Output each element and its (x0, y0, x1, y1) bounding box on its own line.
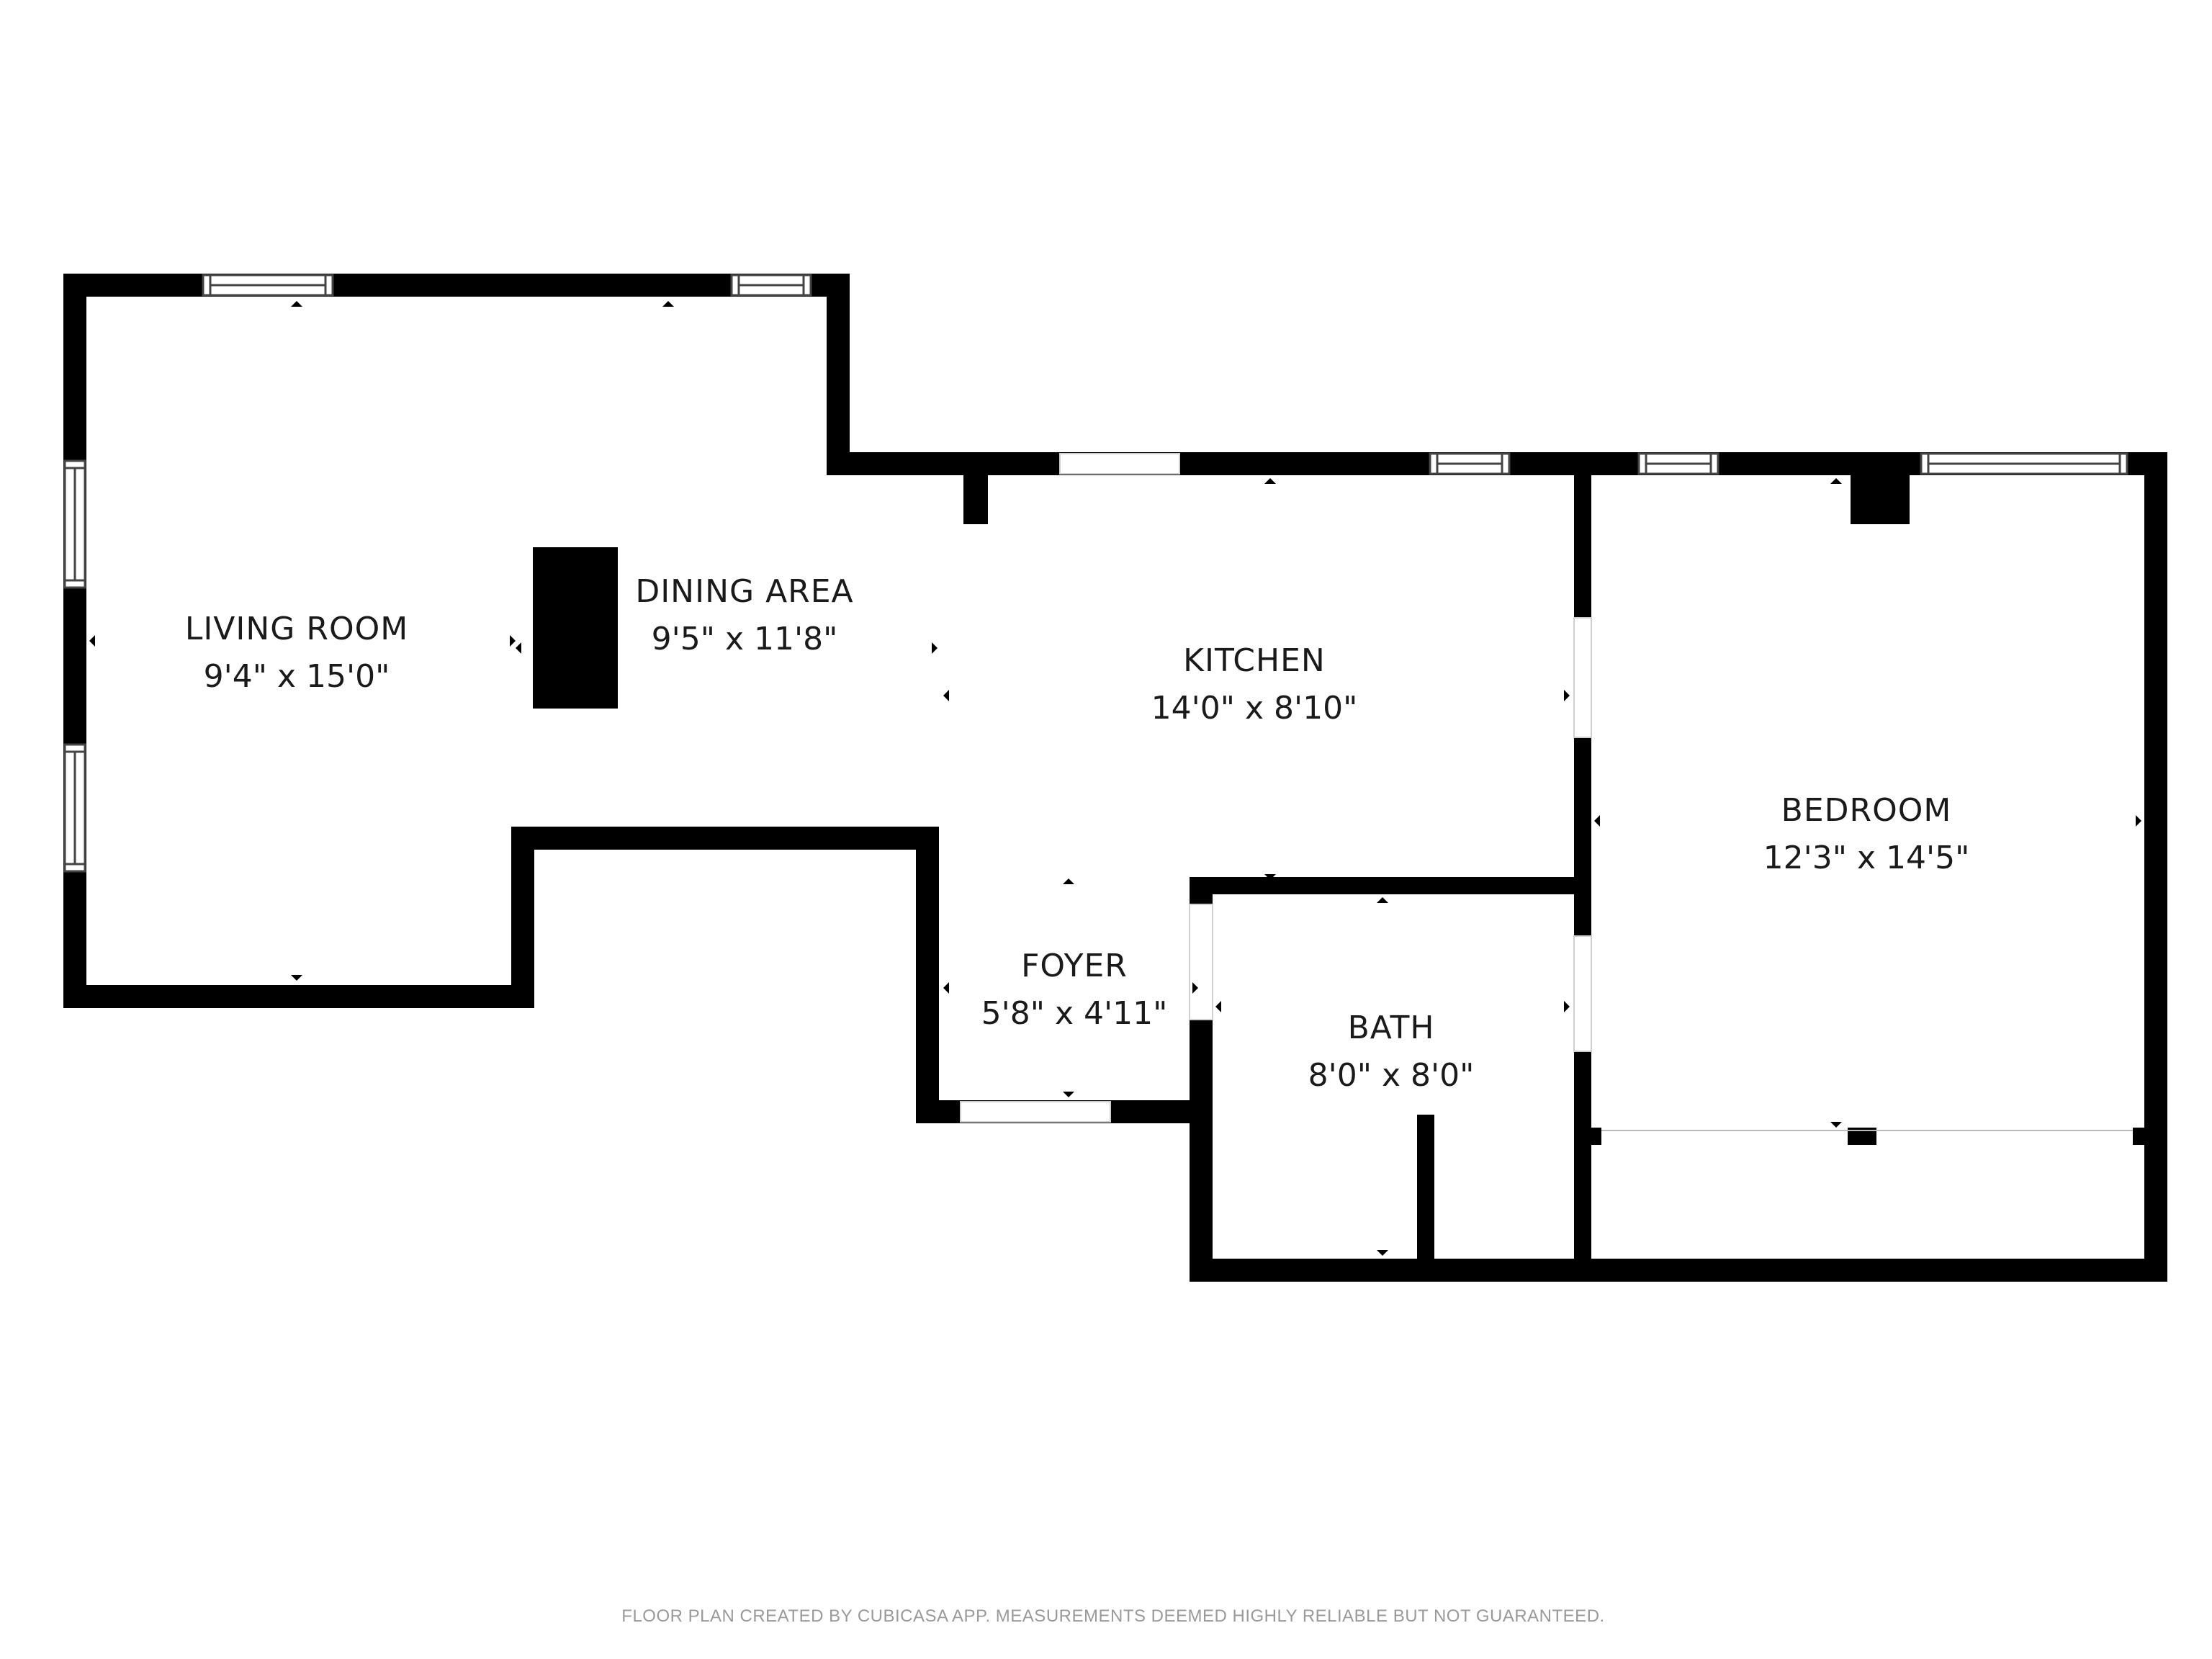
window-living-top-1 (202, 274, 334, 297)
marker-down (662, 832, 674, 838)
wall-bath-top (1195, 877, 1578, 894)
window-bedroom-top-1 (1637, 452, 1719, 475)
marker-right (1564, 690, 1570, 701)
wall-bedroom-chimney (1851, 475, 1910, 524)
window-living-top-2 (730, 274, 812, 297)
wall-kitchen-stub (963, 452, 988, 524)
wall-foyer-left (916, 827, 939, 1122)
opening-bedroom-lower (1574, 936, 1591, 1051)
wall-bedroom-closet-post-left (1591, 1128, 1601, 1145)
opening-bedroom-upper (1574, 618, 1591, 737)
room-name: KITCHEN (1183, 642, 1326, 679)
marker-up (1264, 478, 1276, 484)
walls (63, 274, 2167, 1282)
marker-right (932, 642, 938, 654)
marker-up (1830, 478, 1842, 484)
openings (961, 454, 1591, 1122)
wall-bath-inner (1417, 1115, 1434, 1282)
marker-down (1264, 874, 1276, 880)
marker-up (662, 301, 674, 307)
marker-down (291, 975, 302, 981)
room-label-living-room: LIVING ROOM 9'4" x 15'0" (185, 611, 408, 695)
room-dimensions: 8'0" x 8'0" (1308, 1057, 1475, 1094)
opening-foyer-entry (961, 1102, 1110, 1122)
window-living-left-1 (63, 459, 86, 589)
opening-outlines (960, 453, 1592, 1123)
measurement-markers (89, 301, 2141, 1256)
room-label-bath: BATH 8'0" x 8'0" (1308, 1010, 1475, 1094)
room-dimensions: 5'8" x 4'11" (981, 995, 1168, 1032)
marker-right (2136, 815, 2141, 827)
room-name: BATH (1348, 1010, 1435, 1046)
wall-living-bottom (63, 985, 534, 1008)
room-name: LIVING ROOM (185, 611, 408, 647)
room-label-foyer: FOYER 5'8" x 4'11" (981, 948, 1168, 1032)
window-living-left-2 (63, 743, 86, 873)
wall-living-top (63, 274, 848, 297)
marker-up (291, 301, 302, 307)
room-label-kitchen: KITCHEN 14'0" x 8'10" (1151, 642, 1358, 727)
wall-bath-bottom (1190, 1259, 2167, 1282)
wall-bedroom-closet-post-right (2133, 1128, 2144, 1145)
marker-left (943, 690, 949, 701)
fireplace-column (533, 547, 618, 709)
window-bedroom-top-2 (1920, 452, 2128, 475)
marker-left (943, 982, 949, 994)
wall-bedroom-right (2144, 452, 2167, 1282)
marker-left (89, 635, 95, 647)
marker-down (1830, 1122, 1842, 1128)
marker-up (1377, 897, 1388, 903)
marker-up (1063, 878, 1074, 884)
room-dimensions: 9'4" x 15'0" (204, 658, 390, 695)
wall-living-right-step (827, 274, 850, 475)
marker-down (1377, 1250, 1388, 1256)
room-label-bedroom: BEDROOM 12'3" x 14'5" (1763, 792, 1970, 876)
marker-right (510, 635, 516, 647)
marker-down (1063, 1092, 1074, 1097)
marker-left (516, 642, 521, 654)
opening-bath-door (1190, 904, 1213, 1020)
marker-left (1594, 815, 1600, 827)
footer-disclaimer: FLOOR PLAN CREATED BY CUBICASA APP. MEAS… (621, 1606, 1604, 1626)
marker-left (1215, 1001, 1221, 1012)
room-dimensions: 12'3" x 14'5" (1763, 840, 1970, 876)
room-label-dining-area: DINING AREA 9'5" x 11'8" (635, 573, 853, 657)
room-name: DINING AREA (635, 573, 853, 610)
room-dimensions: 14'0" x 8'10" (1151, 690, 1358, 727)
wall-living-left (63, 274, 86, 1008)
room-name: FOYER (1021, 948, 1128, 984)
room-name: BEDROOM (1781, 792, 1952, 829)
marker-right (1192, 982, 1198, 994)
wall-dining-step (511, 827, 534, 1008)
room-dimensions: 9'5" x 11'8" (652, 621, 838, 657)
marker-right (1564, 1001, 1570, 1012)
opening-kitchen-top (1060, 454, 1179, 474)
windows (63, 274, 2128, 873)
wall-bedroom-left (1574, 452, 1591, 1282)
window-kitchen-top (1429, 452, 1511, 475)
wall-dining-bottom (511, 827, 939, 850)
